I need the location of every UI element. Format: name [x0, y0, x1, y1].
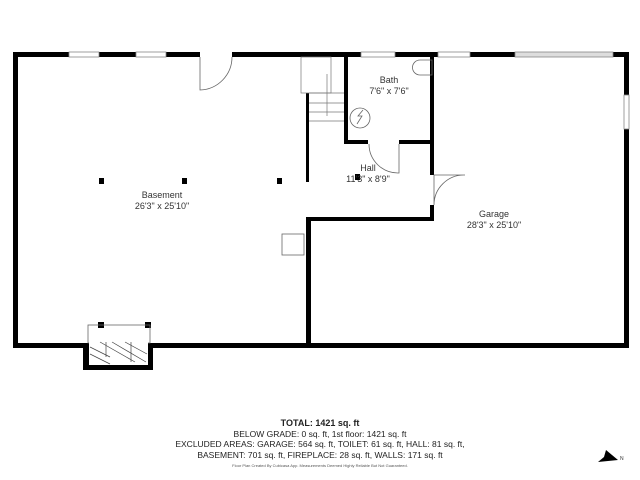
compass-label: N: [620, 456, 624, 462]
water-heater: [349, 107, 371, 129]
stairs: [300, 56, 344, 122]
windows: [68, 51, 630, 130]
room-dims: 7'6" x 7'6": [369, 86, 409, 96]
summary-line: BELOW GRADE: 0 sq. ft, 1st floor: 1421 s…: [233, 428, 407, 439]
room-hall: Hall 11'3" x 8'9": [346, 163, 390, 185]
footnote: Floor Plan Created By Cubicasa App. Meas…: [232, 463, 408, 468]
doors: [199, 52, 466, 206]
summary-line: EXCLUDED AREAS: GARAGE: 564 sq. ft, TOIL…: [175, 439, 465, 449]
area-summary: TOTAL: 1421 sq. ft BELOW GRADE: 0 sq. ft…: [0, 418, 640, 470]
hearth: [87, 324, 151, 344]
room-name: Basement: [141, 190, 183, 200]
total-area: TOTAL: 1421 sq. ft: [280, 418, 360, 428]
room-garage: Garage 28'3" x 25'10": [467, 209, 521, 231]
room-name: Hall: [360, 163, 376, 173]
room-basement: Basement 26'3" x 25'10": [135, 190, 189, 212]
room-name: Bath: [379, 75, 399, 85]
room-dims: 26'3" x 25'10": [134, 201, 190, 211]
room-dims: 28'3" x 25'10": [466, 220, 522, 230]
north-arrow-icon: [598, 450, 618, 462]
utility-box: [281, 233, 305, 256]
room-bath: Bath 7'6" x 7'6": [369, 75, 408, 97]
room-dims: 11'3" x 8'9": [346, 174, 390, 184]
fireplace: [89, 341, 148, 365]
toilet: [412, 59, 433, 76]
walls: [13, 52, 629, 370]
fixtures: [87, 59, 433, 344]
summary-line: BASEMENT: 701 sq. ft, FIREPLACE: 28 sq. …: [197, 449, 443, 460]
room-name: Garage: [478, 209, 510, 219]
